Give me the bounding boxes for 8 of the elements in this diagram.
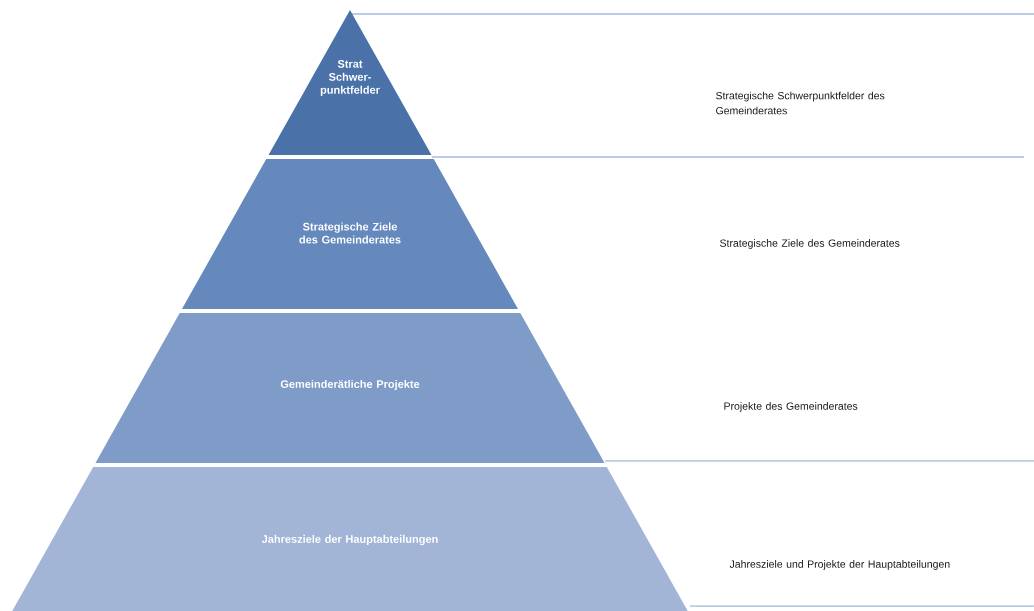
pyramid-tier: Strategische Ziele des Gemeinderates [181,159,519,309]
pyramid-tier: Jahresziele der Hauptabteilungen [12,467,688,611]
side-label: Strategische Ziele des Gemeinderates [720,239,900,249]
side-label: Projekte des Gemeinderates [724,402,858,412]
side-label: Jahresziele und Projekte der Hauptabteilungen [729,560,950,570]
pyramid-tier: Strat Schwer-punktfelder [268,10,432,155]
pyramid-tier: Gemeinderätliche Projekte [95,313,605,463]
side-label: Strategische Schwerpunktfelder des Gemeinderates [716,91,885,115]
